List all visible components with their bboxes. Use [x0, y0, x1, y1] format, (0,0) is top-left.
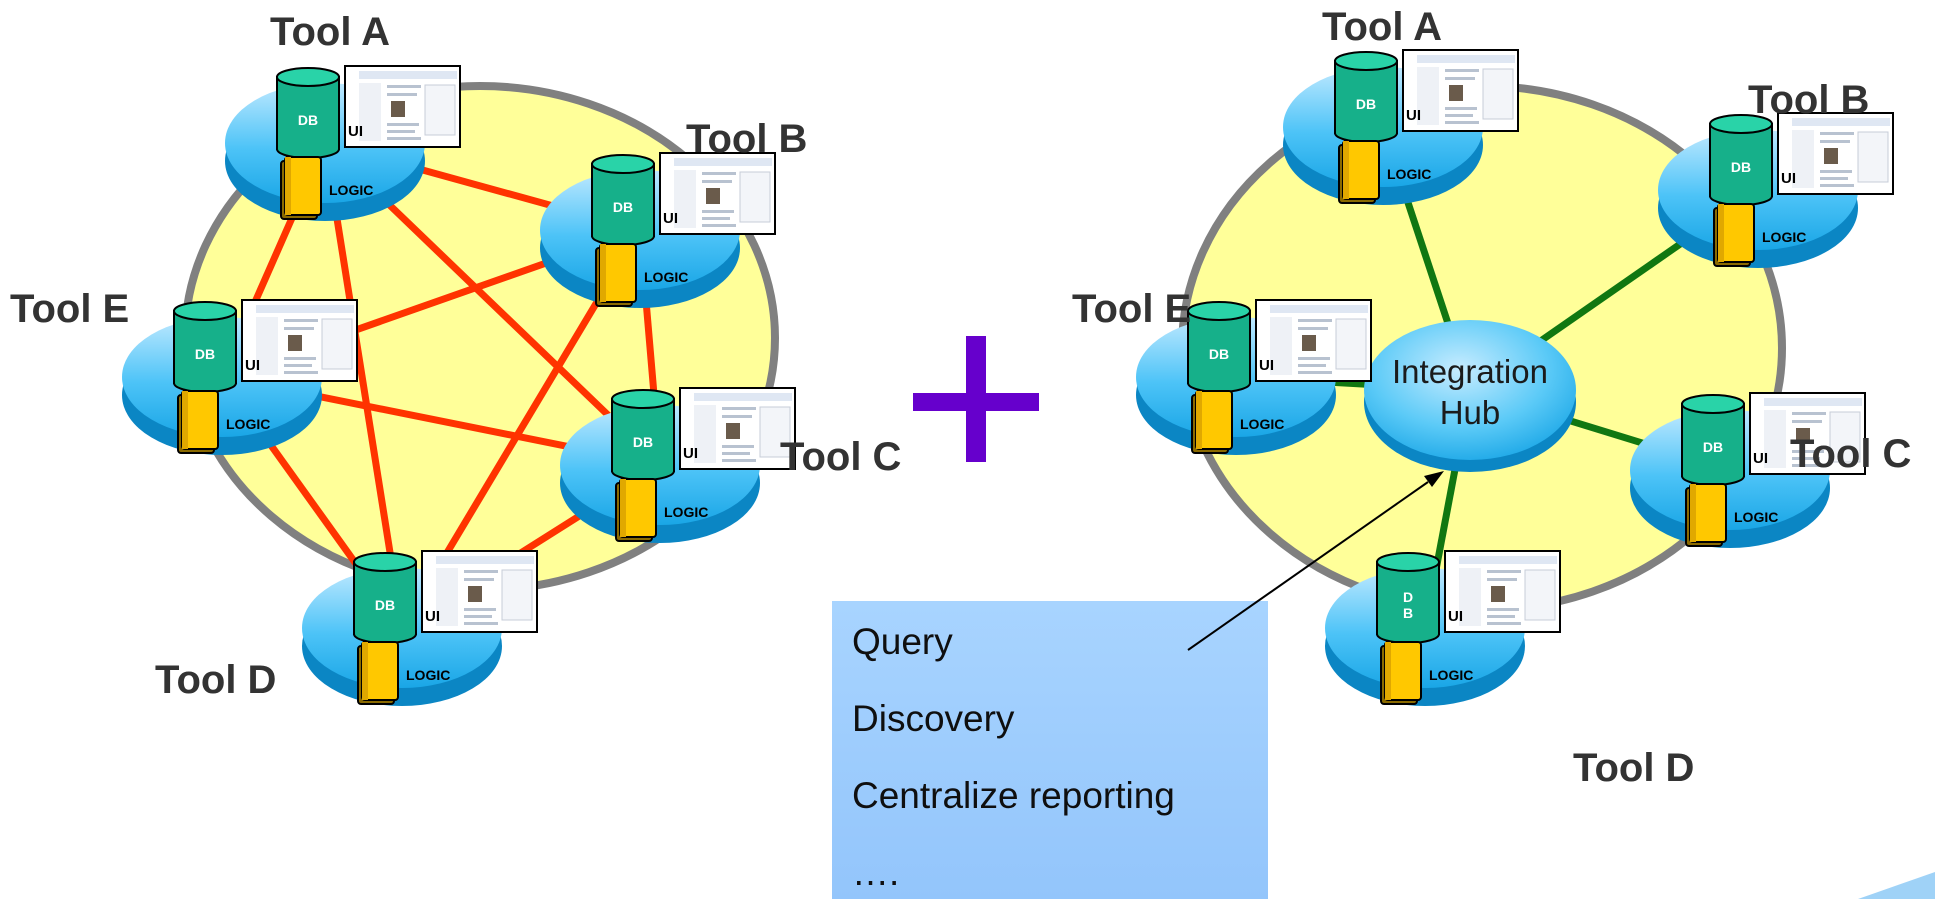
corner-arrow-icon — [1858, 872, 1935, 899]
right-tool-a-node[interactable]: DB UI LOGIC — [1282, 49, 1519, 206]
right-tool-nodes: DB UI LOGIC DB UI LOGIC DB UI LOGIC DB UI LOGIC DB UI… — [1135, 49, 1894, 707]
ui-label: UI — [348, 123, 363, 140]
db-label-line2: B — [1403, 605, 1413, 621]
left-tool-nodes: DB UI LOGIC DB UI LOGIC DB UI LOGIC DB UI LOGIC DB UI… — [121, 65, 796, 707]
logic-label: LOGIC — [1240, 416, 1284, 432]
right-tool-c-node[interactable]: DB UI LOGIC — [1629, 392, 1866, 549]
db-label: DB — [1356, 96, 1376, 112]
ui-label: UI — [663, 210, 678, 227]
feature-item-ellipsis: …. — [852, 852, 899, 893]
right-tool-b-node[interactable]: DB UI LOGIC — [1657, 112, 1894, 269]
db-label: D — [1403, 589, 1413, 605]
logic-label: LOGIC — [644, 269, 688, 285]
right-tool-c-label: Tool C — [1790, 432, 1911, 476]
logic-label: LOGIC — [1734, 509, 1778, 525]
left-tool-e-label: Tool E — [10, 287, 129, 331]
hub-label-line1: Integration — [1392, 353, 1548, 390]
db-label: DB — [375, 597, 395, 613]
db-label: DB — [298, 112, 318, 128]
left-mesh-diagram: DB UI LOGIC DB UI LOGIC DB UI LOGIC DB UI LOGIC DB UI… — [121, 65, 796, 707]
ui-label: UI — [245, 357, 260, 374]
left-tool-c-label: Tool C — [780, 435, 901, 479]
logic-label: LOGIC — [406, 667, 450, 683]
mesh-link-a-d — [321, 142, 406, 629]
plus-sign — [913, 336, 1039, 462]
hub-label-line2: Hub — [1440, 394, 1501, 431]
ui-label: UI — [1448, 608, 1463, 625]
logic-label: LOGIC — [1762, 229, 1806, 245]
left-tool-e-node[interactable]: DB UI LOGIC — [121, 299, 358, 456]
left-tool-labels: Tool A Tool B Tool E Tool C Tool D — [10, 10, 901, 702]
right-tool-d-label: Tool D — [1573, 746, 1694, 790]
ui-label: UI — [683, 445, 698, 462]
ui-label: UI — [1406, 107, 1421, 124]
annotation-arrow — [1187, 471, 1444, 651]
db-label: DB — [1209, 346, 1229, 362]
right-tool-b-label: Tool B — [1748, 78, 1869, 122]
ui-label: UI — [1753, 450, 1768, 467]
left-tool-d-node[interactable]: DB UI LOGIC — [301, 550, 538, 707]
integration-hub[interactable]: Integration Hub — [1364, 320, 1576, 472]
db-label: DB — [1731, 159, 1751, 175]
logic-label: LOGIC — [226, 416, 270, 432]
db-label: DB — [195, 346, 215, 362]
left-tool-b-label: Tool B — [686, 117, 807, 161]
right-tool-a-label: Tool A — [1322, 5, 1442, 49]
db-label: DB — [613, 199, 633, 215]
db-label: DB — [1703, 439, 1723, 455]
right-tool-e-label: Tool E — [1072, 287, 1191, 331]
feature-item-centralize-reporting: Centralize reporting — [852, 775, 1175, 816]
left-tool-a-label: Tool A — [270, 10, 390, 54]
ui-label: UI — [1259, 357, 1274, 374]
ui-label: UI — [425, 608, 440, 625]
right-hub-diagram: Integration Hub DB UI LOGIC DB UI LOGIC DB UI LO… — [1135, 49, 1894, 707]
feature-box: Query Discovery Centralize reporting …. — [832, 601, 1268, 899]
right-tool-e-node[interactable]: DB UI LOGIC — [1135, 299, 1372, 456]
db-label: DB — [633, 434, 653, 450]
logic-label: LOGIC — [329, 182, 373, 198]
right-tool-d-node[interactable]: DB UI LOGIC — [1324, 550, 1561, 707]
left-tool-a-node[interactable]: DB UI LOGIC — [224, 65, 461, 222]
feature-item-query: Query — [852, 621, 953, 662]
right-tool-labels: Tool A Tool B Tool E Tool C Tool D — [1072, 5, 1911, 790]
left-tool-d-label: Tool D — [155, 658, 276, 702]
feature-item-discovery: Discovery — [852, 698, 1015, 739]
left-tool-b-node[interactable]: DB UI LOGIC — [539, 152, 776, 309]
left-tool-c-node[interactable]: DB UI LOGIC — [559, 387, 796, 544]
logic-label: LOGIC — [1429, 667, 1473, 683]
logic-label: LOGIC — [664, 504, 708, 520]
logic-label: LOGIC — [1387, 166, 1431, 182]
ui-label: UI — [1781, 170, 1796, 187]
